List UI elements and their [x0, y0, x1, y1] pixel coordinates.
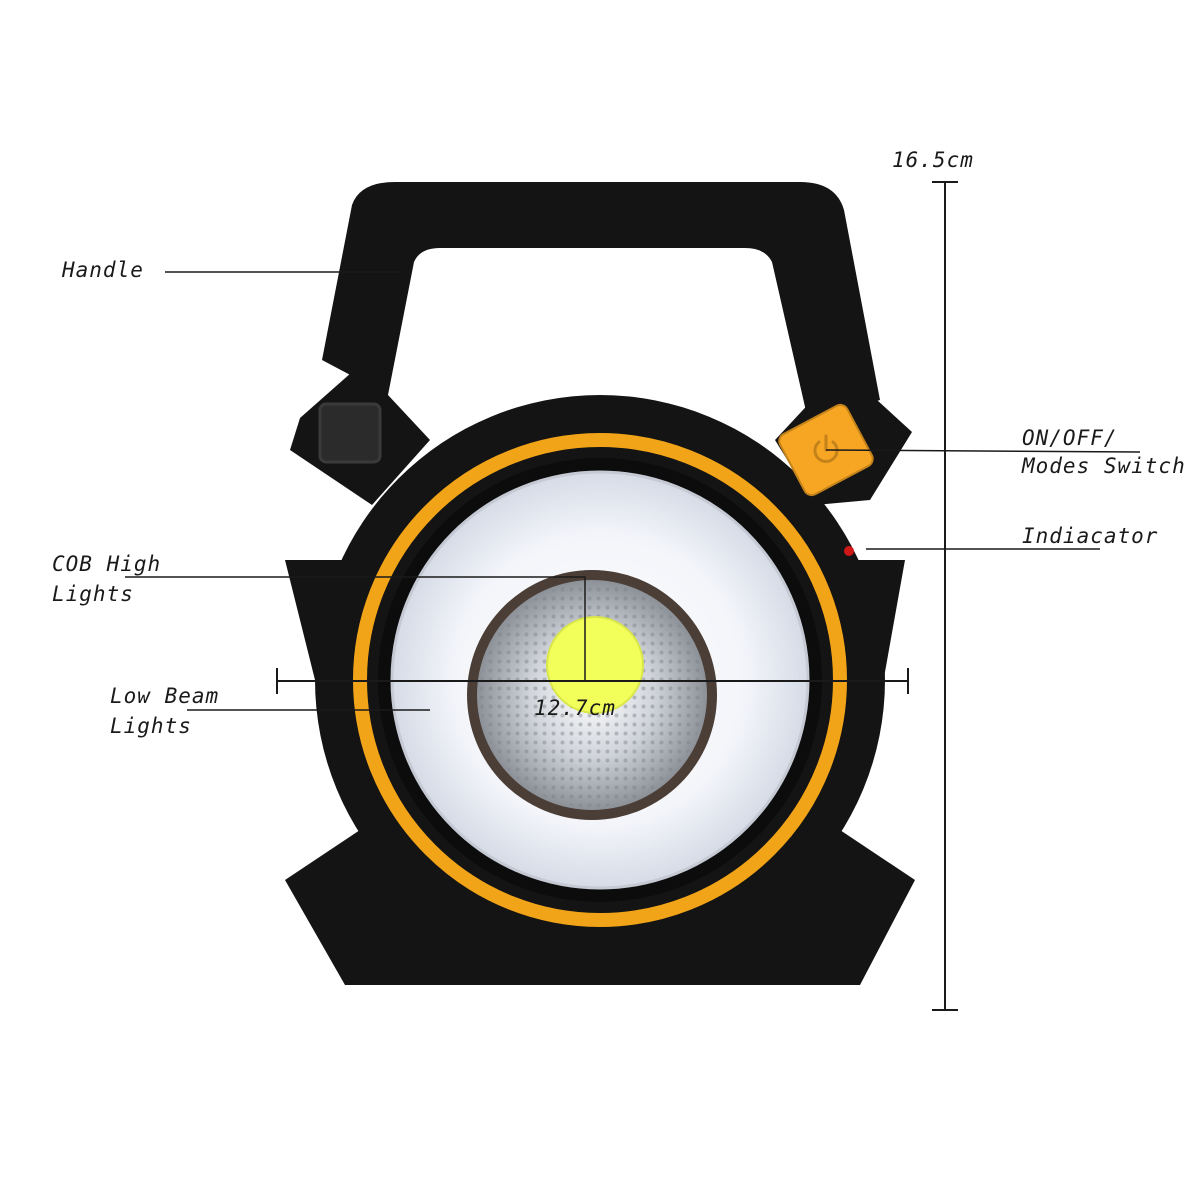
low-beam-label-line2: Lights — [110, 714, 192, 738]
width-dimension-label: 12.7cm — [534, 696, 616, 720]
switch-label-line1: ON/OFF/ — [1022, 426, 1118, 450]
low-beam-label-line1: Low Beam — [110, 684, 220, 708]
switch-label-line2: Modes Switch — [1022, 454, 1186, 478]
power-icon — [813, 434, 839, 463]
left-pad — [318, 402, 382, 464]
handle-label: Handle — [62, 258, 144, 282]
height-dimension-label: 16.5cm — [892, 148, 974, 172]
indicator-led — [844, 546, 854, 556]
cob-label-line2: Lights — [52, 582, 134, 606]
cob-label-line1: COB High — [52, 552, 162, 576]
indicator-label: Indiacator — [1022, 524, 1159, 548]
handle — [322, 182, 880, 420]
cob-leader — [125, 576, 586, 680]
height-dimension — [932, 181, 958, 1011]
switch-leader — [825, 449, 1141, 453]
cob-chip — [546, 616, 644, 714]
